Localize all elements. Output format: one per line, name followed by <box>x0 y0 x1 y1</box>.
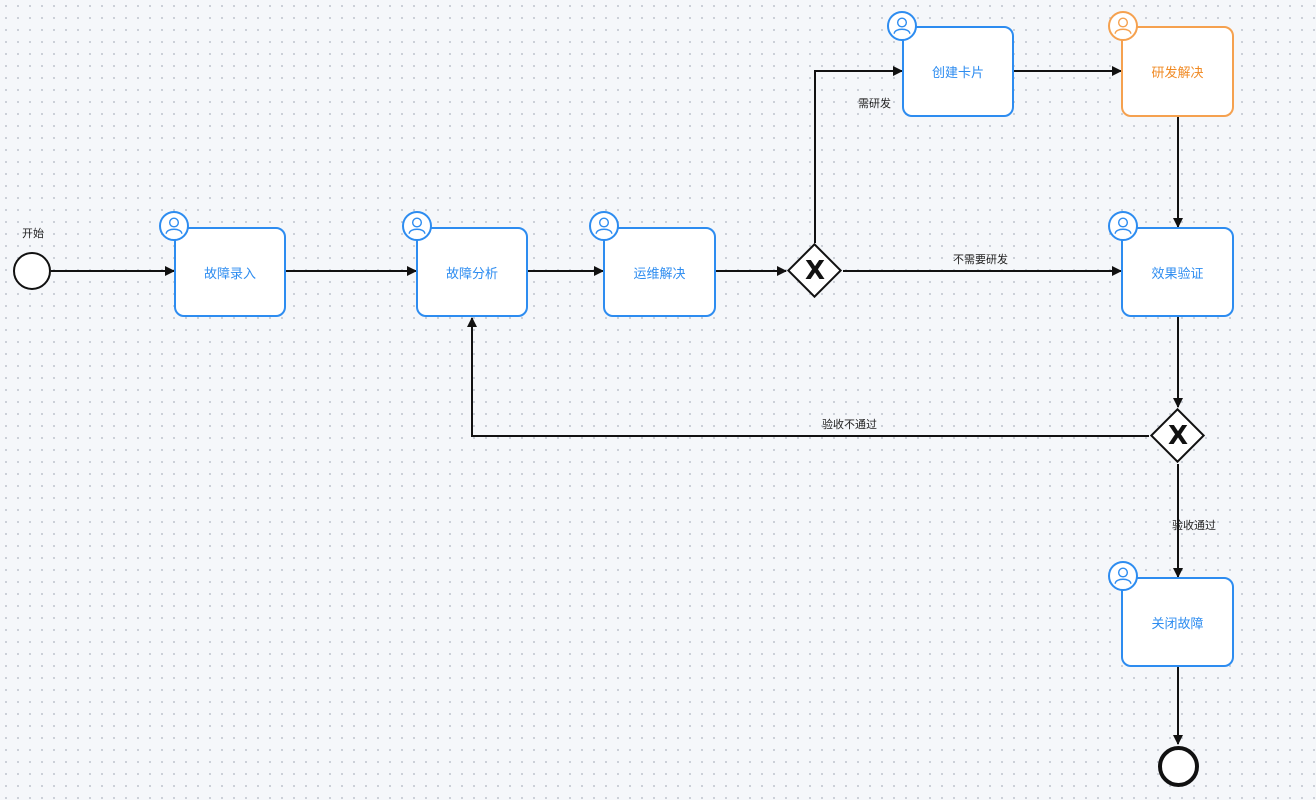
edge-label-no-dev: 不需要研发 <box>953 253 1008 266</box>
user-icon <box>589 211 619 241</box>
start-event-label: 开始 <box>22 227 44 240</box>
task-effect-verify[interactable]: 效果验证 <box>1121 227 1234 317</box>
task-effect-verify-label: 效果验证 <box>1151 266 1204 282</box>
gateway-x-icon: X <box>804 256 826 286</box>
task-fault-entry-label: 故障录入 <box>203 266 256 282</box>
flow-rejected-to-analysis[interactable] <box>467 317 1149 437</box>
task-dev-resolve[interactable]: 研发解决 <box>1121 26 1234 117</box>
gateway-x-icon: X <box>1167 421 1189 451</box>
task-dev-resolve-label: 研发解决 <box>1151 66 1204 81</box>
user-icon <box>1108 11 1138 41</box>
flow-gateway-to-create-card[interactable] <box>814 66 903 243</box>
task-fault-analysis-label: 故障分析 <box>445 266 498 282</box>
task-create-card-label: 创建卡片 <box>931 66 984 81</box>
edge-label-rejected: 验收不通过 <box>822 418 877 431</box>
task-create-card[interactable]: 创建卡片 <box>902 26 1014 117</box>
user-icon <box>402 211 432 241</box>
task-close-fault-label: 关闭故障 <box>1151 616 1204 632</box>
user-icon <box>159 211 189 241</box>
task-fault-analysis[interactable]: 故障分析 <box>416 227 528 317</box>
edge-label-need-dev: 需研发 <box>858 97 891 110</box>
edge-label-accepted: 验收通过 <box>1172 519 1216 532</box>
start-event[interactable] <box>13 252 51 290</box>
user-icon <box>887 11 917 41</box>
task-ops-resolve-label: 运维解决 <box>633 266 686 282</box>
task-close-fault[interactable]: 关闭故障 <box>1121 577 1234 667</box>
user-icon <box>1108 211 1138 241</box>
task-ops-resolve[interactable]: 运维解决 <box>603 227 716 317</box>
end-event[interactable] <box>1158 746 1199 787</box>
task-fault-entry[interactable]: 故障录入 <box>174 227 286 317</box>
user-icon <box>1108 561 1138 591</box>
